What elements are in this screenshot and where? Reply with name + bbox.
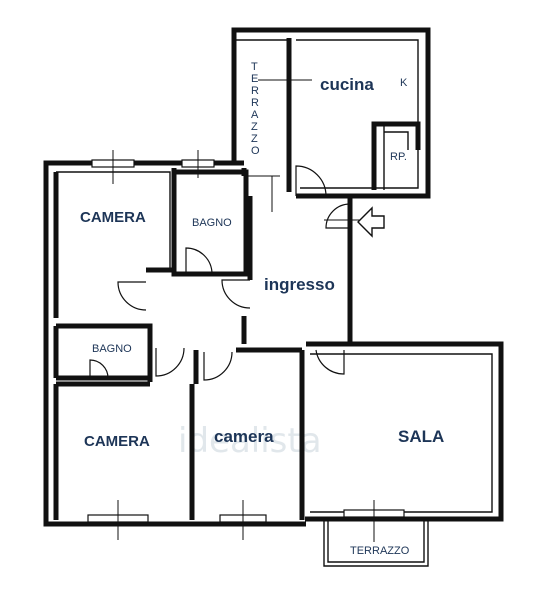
svg-text:R: R: [251, 85, 259, 97]
svg-text:A: A: [251, 109, 259, 121]
room-label-camera-mid: camera: [214, 427, 274, 446]
room-label-terrazzo-top: T E R R A Z Z O: [251, 61, 260, 157]
room-label-camera-bottom-left: CAMERA: [84, 433, 150, 450]
room-label-terrazzo-bottom: TERRAZZO: [350, 545, 410, 557]
room-label-k: K: [400, 77, 408, 89]
room-label-rp: RP.: [390, 151, 407, 163]
watermark: idealista: [178, 421, 322, 461]
outer-walls: [43, 27, 504, 527]
doors: [89, 165, 351, 381]
room-label-bagno-top: BAGNO: [192, 217, 232, 229]
entrance-arrow-icon: [357, 206, 385, 238]
windows: [87, 79, 405, 542]
svg-text:O: O: [251, 145, 260, 157]
room-label-sala: SALA: [398, 427, 444, 446]
svg-text:Z: Z: [251, 121, 258, 133]
room-label-ingresso: ingresso: [264, 275, 335, 294]
terrazzo-balcony: [323, 520, 429, 567]
room-label-cucina: cucina: [320, 75, 374, 94]
inner-walls: [53, 38, 493, 520]
svg-text:R: R: [251, 97, 259, 109]
svg-text:E: E: [251, 73, 258, 85]
svg-text:T: T: [251, 61, 258, 73]
room-label-bagno-small: BAGNO: [92, 343, 132, 355]
svg-text:Z: Z: [251, 133, 258, 145]
room-label-camera-top-left: CAMERA: [80, 209, 146, 226]
